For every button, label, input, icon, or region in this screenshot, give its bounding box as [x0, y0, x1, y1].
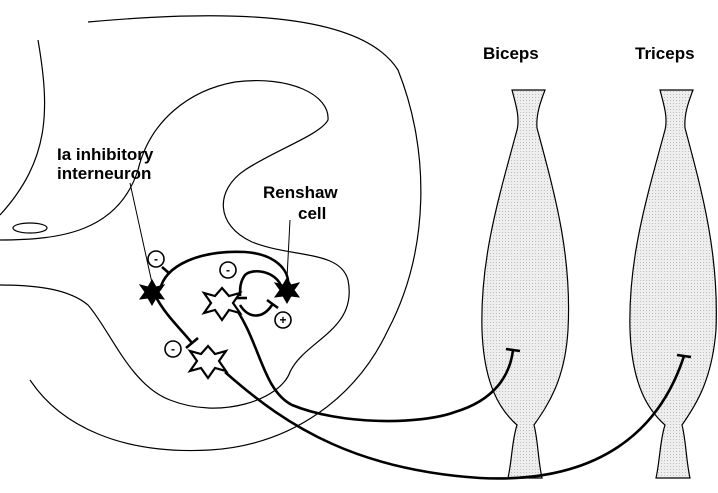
dorsal-root	[0, 40, 45, 215]
motoneuron-to-renshaw	[240, 305, 272, 316]
motoneuron-lower-icon	[190, 346, 226, 378]
ia-interneuron-icon	[140, 280, 164, 305]
ia-label-line1: Ia inhibitory	[57, 145, 153, 165]
ia-label-line2: interneuron	[57, 164, 151, 184]
sign-renshaw-inhibitory: -	[220, 262, 236, 278]
triceps-label: Triceps	[635, 44, 695, 64]
renshaw-label-pointer	[287, 220, 290, 278]
motoneuron-upper-icon	[204, 288, 240, 320]
renshaw-label-line1: Renshaw	[263, 183, 338, 203]
sign-renshaw-excitatory: +	[275, 312, 291, 328]
ia-label-pointer	[130, 183, 152, 283]
spinal-cord-outline	[30, 16, 421, 451]
motor-axon-biceps	[232, 303, 513, 421]
gray-matter-outline	[0, 81, 349, 409]
renshaw-label-line2: cell	[298, 204, 326, 224]
triceps-muscle	[630, 90, 717, 478]
svg-text:-: -	[226, 263, 230, 277]
sign-ia-lower: -	[165, 341, 181, 357]
motor-axon-triceps	[225, 356, 684, 478]
ia-to-motoneuron-lower	[155, 295, 192, 343]
biceps-muscle	[482, 90, 569, 478]
biceps-label: Biceps	[483, 44, 539, 64]
svg-text:+: +	[279, 313, 286, 327]
svg-text:-: -	[171, 342, 175, 356]
sign-ia-upper: -	[148, 251, 164, 267]
central-canal	[13, 223, 47, 233]
svg-text:-: -	[154, 252, 158, 266]
